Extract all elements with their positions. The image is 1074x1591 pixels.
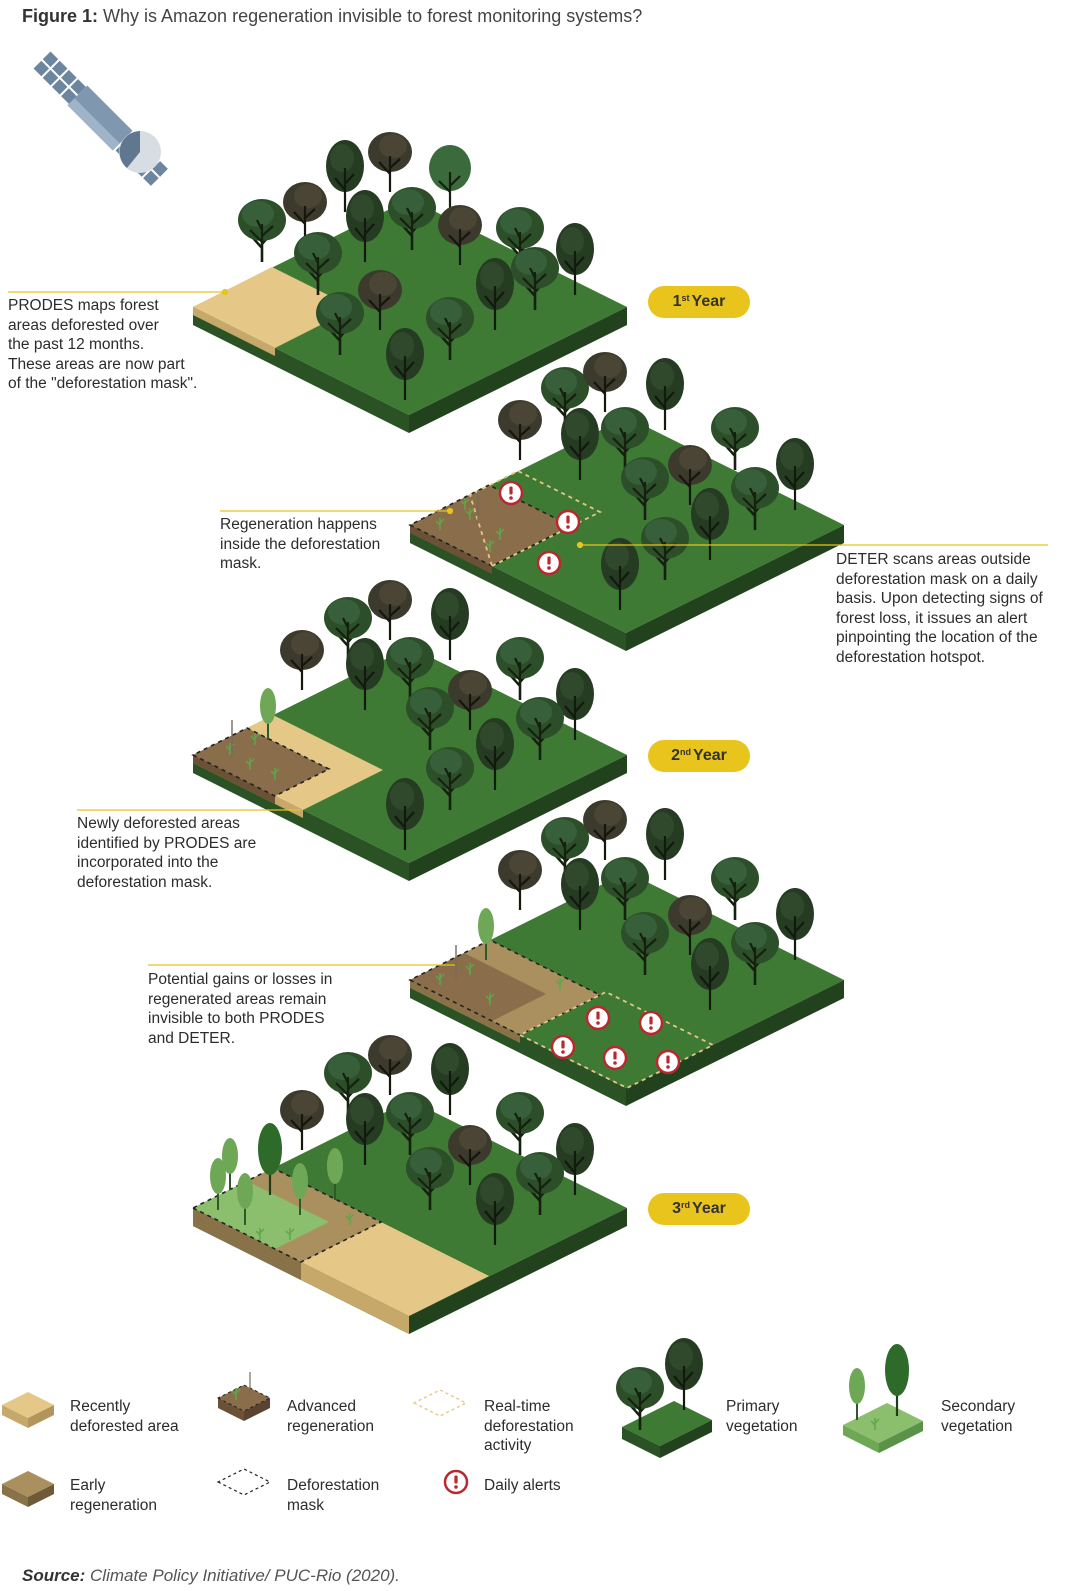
block-year1	[193, 130, 627, 433]
legend-secondary-vegetation-icon	[843, 1342, 923, 1453]
annotation-potential-gains: Potential gains or losses in regenerated…	[148, 971, 333, 1047]
source-text: Climate Policy Initiative/ PUC-Rio (2020…	[90, 1566, 400, 1585]
legend-deforestation-mask: Deforestation mask	[287, 1477, 380, 1514]
legend-alert-icon	[443, 1469, 469, 1495]
year-3-suffix: rd	[681, 1200, 691, 1210]
figure-title-text: Why is Amazon regeneration invisible to …	[103, 6, 643, 26]
annotation-prodes: PRODES maps forest areas deforested over…	[8, 297, 198, 393]
legend-realtime-activity: Real-time deforestation activity	[484, 1398, 574, 1455]
figure-title: Figure 1: Why is Amazon regeneration inv…	[22, 6, 642, 27]
legend-icons	[2, 1336, 923, 1507]
year-1-suffix: st	[681, 293, 690, 303]
legend-daily-alerts: Daily alerts	[484, 1477, 561, 1494]
source-line: Source: Climate Policy Initiative/ PUC-R…	[22, 1566, 400, 1586]
year-1-number: 1	[672, 293, 682, 310]
legend-advanced-regeneration-icon	[216, 1372, 272, 1421]
block-between-2-3	[408, 798, 844, 1106]
legend-early-regeneration: Early regeneration	[70, 1477, 158, 1514]
sprouts-block3	[225, 687, 280, 781]
legend-primary-vegetation: Primary vegetation	[726, 1398, 798, 1435]
annotation-newly-deforested: Newly deforested areas identified by PRO…	[77, 815, 257, 891]
year-3-word: Year	[692, 1200, 726, 1217]
block-year3	[191, 1033, 627, 1334]
year-2-number: 2	[671, 747, 681, 764]
figure-label: Figure 1:	[22, 6, 99, 26]
secondary-vegetation-patch	[193, 1181, 329, 1249]
annotation-regeneration: Regeneration happens inside the deforest…	[220, 516, 381, 573]
legend-recently-deforested-icon	[2, 1392, 54, 1428]
recently-deforested-patch	[193, 267, 354, 348]
legend-deforestation-mask-icon	[216, 1468, 272, 1496]
legend-advanced-regeneration: Advanced regeneration	[287, 1398, 375, 1435]
legend-recently-deforested: Recently deforested area	[70, 1398, 179, 1435]
sprouts-block2	[435, 490, 505, 553]
leader-lines	[8, 288, 1048, 966]
legend-realtime-activity-icon	[412, 1389, 468, 1417]
legend-primary-vegetation-icon	[614, 1336, 712, 1458]
year-2-word: Year	[693, 747, 727, 764]
legend-early-regeneration-icon	[2, 1471, 54, 1507]
year-3-number: 3	[672, 1200, 682, 1217]
source-label: Source:	[22, 1566, 86, 1585]
year-1-word: Year	[691, 293, 726, 310]
annotation-deter: DETER scans areas outside deforestation …	[836, 551, 1043, 666]
satellite-icon	[33, 51, 168, 186]
block-between-1-2	[408, 350, 844, 651]
block-year2	[191, 578, 627, 881]
year-2-suffix: nd	[680, 747, 692, 757]
sprouts-block4	[435, 907, 565, 1006]
legend-secondary-vegetation: Secondary vegetation	[941, 1398, 1016, 1435]
